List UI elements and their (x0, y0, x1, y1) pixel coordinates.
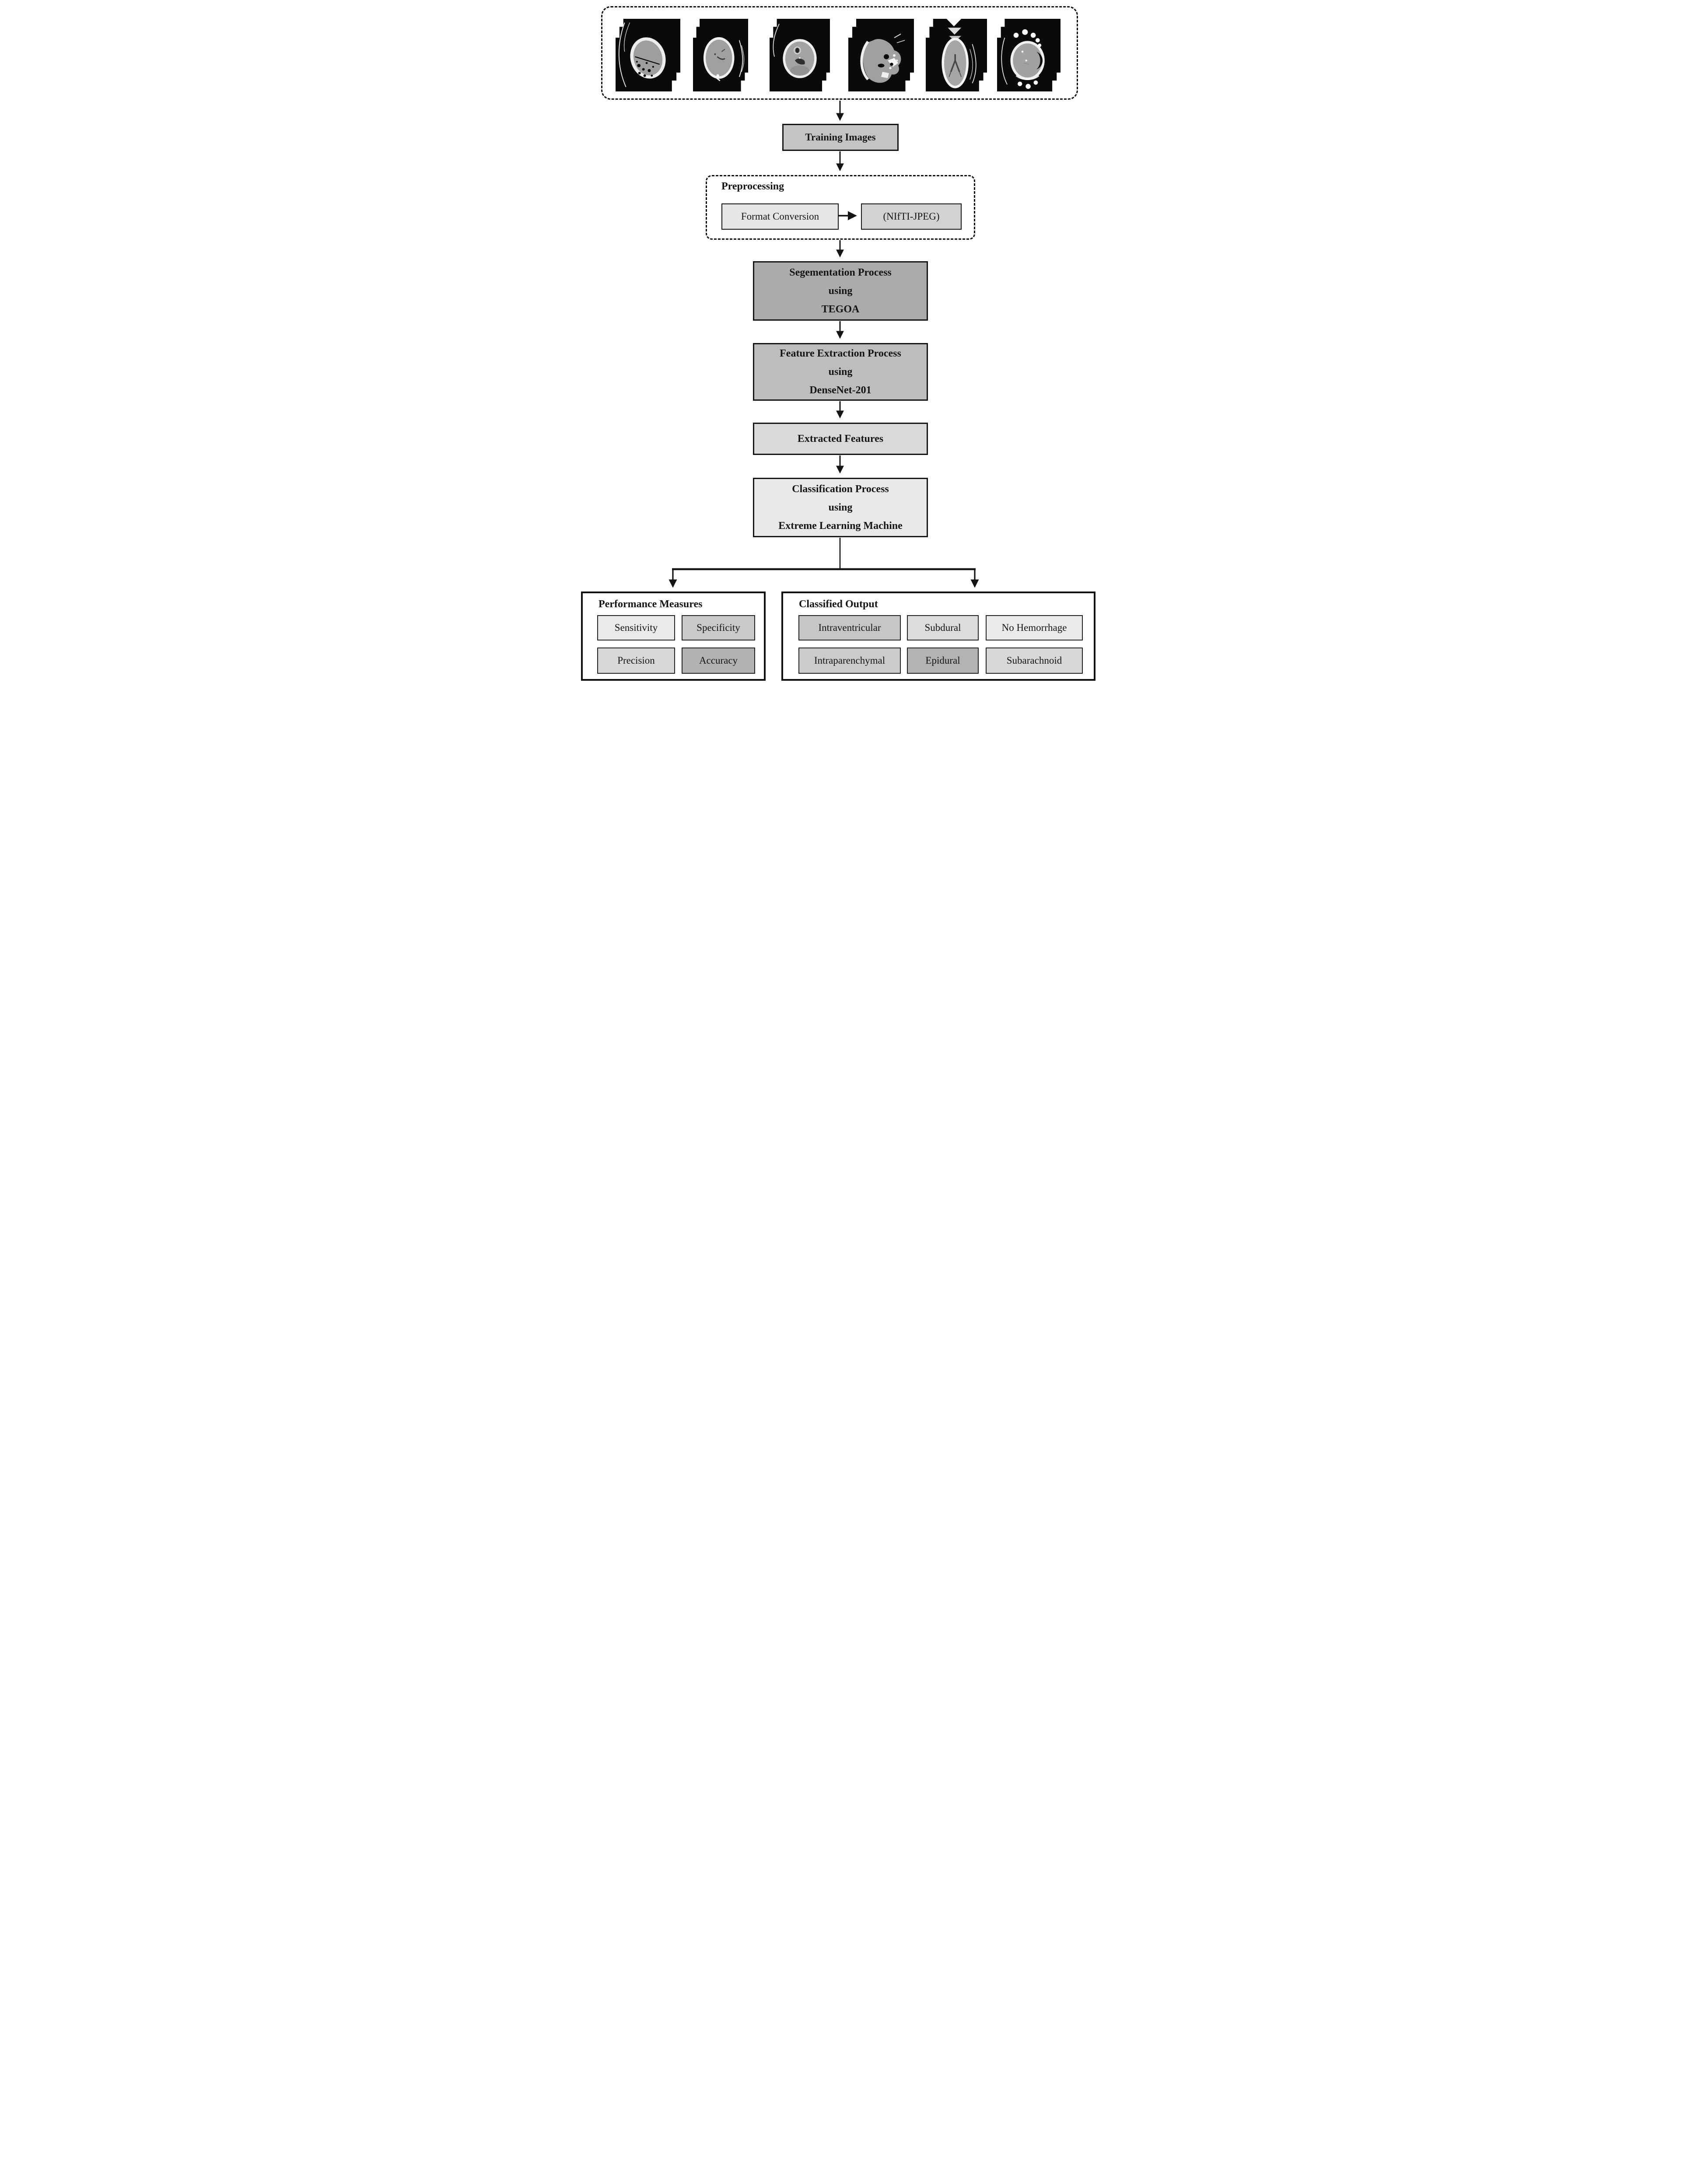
sensitivity-box: Sensitivity (597, 615, 675, 640)
ct-scan-6-image (997, 19, 1060, 91)
segmentation-line-2: using (828, 285, 853, 297)
epidural-box: Epidural (907, 648, 979, 674)
performance-measures-box: Performance Measures Sensitivity Specifi… (581, 592, 766, 681)
feature-extraction-line-2: using (828, 366, 853, 378)
preprocessing-title: Preprocessing (721, 181, 784, 192)
segmentation-line-1: Segementation Process (789, 267, 892, 278)
no-hemorrhage-box: No Hemorrhage (986, 615, 1083, 640)
feature-extraction-line-3: DenseNet-201 (809, 385, 872, 396)
ct-scan-6 (997, 19, 1060, 91)
training-images-label: Training Images (805, 132, 876, 143)
extracted-features-label: Extracted Features (797, 433, 884, 444)
feature-extraction-line-1: Feature Extraction Process (780, 348, 901, 359)
flowchart-canvas: Training Images Preprocessing Format Con… (576, 0, 1118, 700)
ct-scan-2 (693, 19, 748, 91)
performance-measures-title: Performance Measures (598, 598, 703, 610)
subarachnoid-box: Subarachnoid (986, 648, 1083, 674)
intraventricular-label: Intraventricular (818, 622, 881, 633)
classification-line-3: Extreme Learning Machine (778, 520, 903, 532)
format-conversion-label: Format Conversion (741, 211, 819, 222)
no-hemorrhage-label: No Hemorrhage (1001, 622, 1067, 633)
specificity-label: Specificity (696, 622, 740, 633)
ct-scan-5-image (926, 19, 987, 91)
ct-scan-1-image (616, 19, 680, 91)
sensitivity-label: Sensitivity (614, 622, 658, 633)
nifti-jpeg-label: (NIfTI-JPEG) (883, 211, 940, 222)
accuracy-label: Accuracy (699, 655, 738, 666)
precision-label: Precision (617, 655, 655, 666)
subarachnoid-label: Subarachnoid (1006, 655, 1062, 666)
preprocessing-group: Preprocessing Format Conversion (NIfTI-J… (706, 175, 975, 240)
segmentation-line-3: TEGOA (821, 304, 860, 315)
classification-line-1: Classification Process (792, 483, 889, 495)
classification-box: Classification Process using Extreme Lea… (753, 478, 928, 537)
nifti-jpeg-box: (NIfTI-JPEG) (861, 203, 962, 230)
ct-scan-1 (616, 19, 680, 91)
subdural-label: Subdural (924, 622, 961, 633)
subdural-box: Subdural (907, 615, 979, 640)
feature-extraction-box: Feature Extraction Process using DenseNe… (753, 343, 928, 401)
ct-scan-4-image (848, 19, 914, 91)
ct-scan-2-image (693, 19, 748, 91)
specificity-box: Specificity (682, 615, 755, 640)
precision-box: Precision (597, 648, 675, 674)
training-images-box: Training Images (782, 124, 899, 151)
ct-scan-4 (848, 19, 914, 91)
classified-output-title: Classified Output (799, 598, 878, 610)
ct-scan-5 (926, 19, 987, 91)
format-conversion-box: Format Conversion (721, 203, 839, 230)
ct-scan-3-image (770, 19, 830, 91)
classification-line-2: using (828, 502, 853, 513)
intraparenchymal-label: Intraparenchymal (814, 655, 886, 666)
extracted-features-box: Extracted Features (753, 423, 928, 455)
segmentation-box: Segementation Process using TEGOA (753, 261, 928, 321)
classified-output-box: Classified Output Intraventricular Subdu… (781, 592, 1096, 681)
epidural-label: Epidural (925, 655, 960, 666)
accuracy-box: Accuracy (682, 648, 755, 674)
intraventricular-box: Intraventricular (798, 615, 901, 640)
intraparenchymal-box: Intraparenchymal (798, 648, 901, 674)
ct-scan-3 (770, 19, 830, 91)
training-images-strip (601, 6, 1078, 100)
